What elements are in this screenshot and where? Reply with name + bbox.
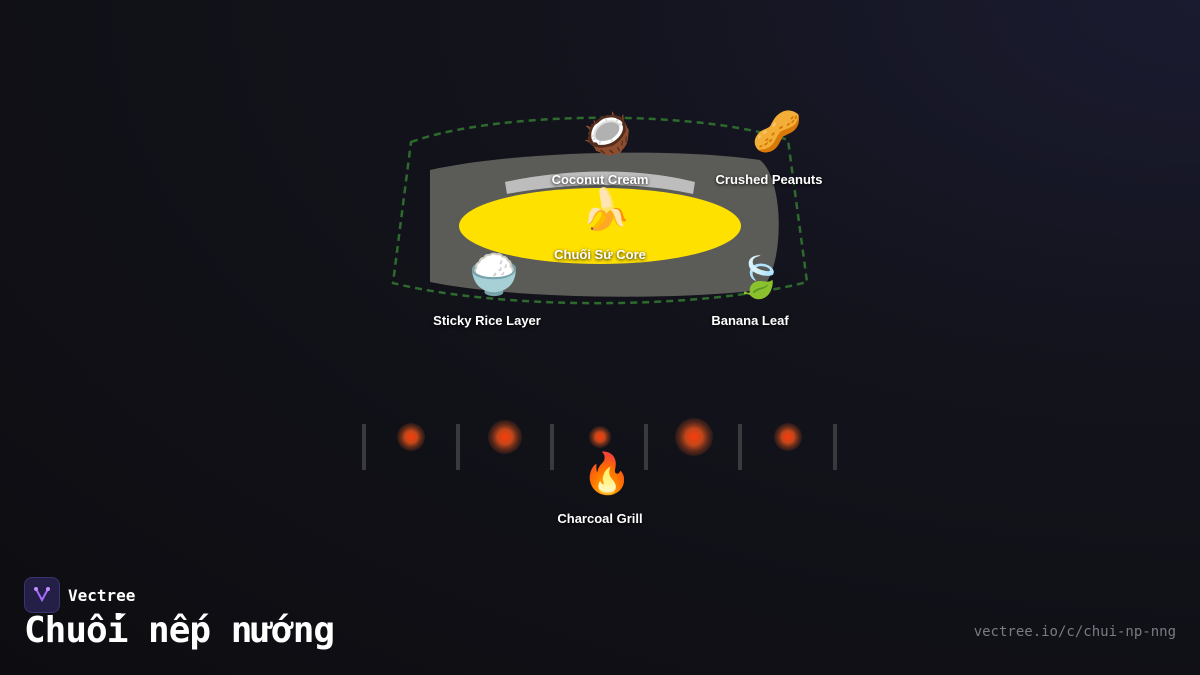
page-title: Chuối nếp nướng bbox=[24, 610, 335, 651]
coconut-cream-label: Coconut Cream bbox=[551, 172, 649, 187]
charcoal-grill-label: Charcoal Grill bbox=[557, 511, 643, 526]
grill-bars bbox=[362, 424, 837, 470]
coconut-cream-band bbox=[505, 171, 695, 194]
banana-leaf-label: Banana Leaf bbox=[711, 313, 789, 328]
ember bbox=[397, 423, 425, 451]
sticky-rice-label: Sticky Rice Layer bbox=[433, 313, 541, 328]
ember bbox=[589, 426, 611, 448]
vectree-logo-icon bbox=[24, 577, 60, 613]
rice-bowl-icon: 🍚 bbox=[469, 252, 519, 298]
ember bbox=[488, 420, 522, 454]
banana-core-label: Chuối Sứ Core bbox=[554, 247, 646, 262]
brand-name: Vectree bbox=[68, 585, 136, 605]
brand: Vectree bbox=[24, 577, 135, 613]
fire-icon: 🔥 bbox=[582, 451, 632, 497]
source-url[interactable]: vectree.io/c/chui-np-nng bbox=[973, 624, 1176, 640]
embers bbox=[397, 418, 802, 456]
ember bbox=[675, 418, 713, 456]
banana-icon: 🍌 bbox=[581, 187, 631, 233]
banana-core-shape bbox=[459, 188, 741, 264]
crushed-peanuts-label: Crushed Peanuts bbox=[715, 172, 823, 187]
peanut-icon: 🥜 bbox=[752, 109, 802, 155]
ember bbox=[774, 423, 802, 451]
banana-leaf-outline bbox=[391, 116, 809, 305]
coconut-icon: 🥥 bbox=[582, 111, 632, 157]
leaf-icon: 🍃 bbox=[734, 255, 784, 301]
